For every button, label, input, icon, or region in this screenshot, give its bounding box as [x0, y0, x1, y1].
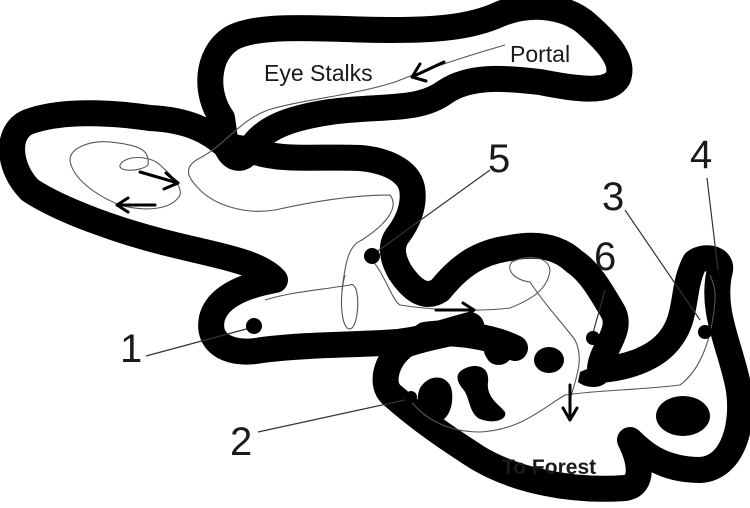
leader-line-3	[624, 209, 701, 321]
rock-formation	[578, 367, 609, 387]
leader-line-6	[592, 289, 606, 334]
rock-formation	[534, 347, 564, 373]
to-forest-label: To Forest	[502, 456, 596, 479]
location-dots	[246, 248, 727, 403]
trail-path	[69, 141, 181, 210]
location-dot-1	[246, 318, 262, 334]
arrow-left-icon	[115, 196, 157, 214]
arrow-right-icon	[434, 301, 476, 319]
leader-line-5	[374, 169, 491, 254]
trail-path	[371, 256, 580, 401]
trail-path	[188, 44, 506, 291]
marker-number-5: 5	[488, 137, 510, 181]
location-dot-2	[405, 391, 417, 403]
marker-number-6: 6	[594, 235, 616, 279]
arrow-right-icon	[138, 170, 180, 191]
marker-number-1: 1	[120, 327, 142, 371]
rock-formations	[417, 341, 710, 436]
location-dot-5	[364, 248, 380, 264]
upper-chamber-wall	[197, 0, 633, 171]
leader-lines	[145, 169, 719, 433]
trail-lines	[69, 44, 716, 433]
rock-formation	[483, 341, 513, 365]
location-dot-4	[713, 273, 727, 287]
marker-number-2: 2	[230, 420, 252, 464]
eye-stalks-label: Eye Stalks	[264, 60, 373, 86]
leader-line-2	[257, 399, 406, 433]
arrow-down-icon	[561, 383, 579, 422]
rock-formation	[457, 366, 506, 422]
trail-path	[409, 274, 716, 433]
portal-label: Portal	[510, 41, 570, 67]
direction-arrows	[115, 60, 579, 422]
marker-numbers: 1 2 3 4 5 6	[120, 133, 712, 464]
location-dot-6	[586, 331, 600, 345]
arrow-left-icon	[410, 60, 446, 83]
main-chamber-wall	[0, 100, 750, 502]
place-labels: Portal Eye Stalks To Forest	[264, 41, 596, 479]
marker-number-3: 3	[602, 175, 624, 219]
rock-formation	[656, 396, 710, 436]
leader-line-1	[145, 327, 251, 357]
location-dot-3	[698, 325, 712, 339]
rock-formation	[417, 377, 453, 423]
leader-line-4	[706, 177, 719, 271]
trail-path	[264, 274, 359, 330]
marker-number-4: 4	[690, 133, 712, 177]
